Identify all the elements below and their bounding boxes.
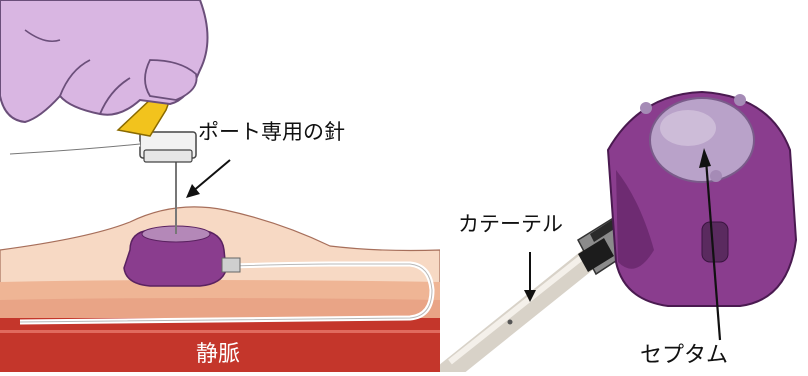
needle-label: ポート専用の針 [198,122,345,143]
insertion-drawing [0,0,440,372]
gloved-hand [0,0,208,122]
septum-nub-3 [710,170,722,182]
needle-hub-base [144,150,192,162]
port-photo-drawing [440,0,808,372]
catheter [448,258,590,372]
vein-label: 静脈 [196,344,240,366]
port-connector [222,258,240,272]
port-window [702,222,728,262]
septum-highlight [660,110,716,146]
port-insertion-illustration: ポート専用の針 静脈 [0,0,440,372]
port-photo [440,0,808,372]
vein-wall-bottom [0,330,440,333]
septum-nub-2 [734,94,746,106]
septum-label: セプタム [640,345,728,367]
catheter-label: カテーテル [458,214,563,235]
septum-nub-1 [640,102,652,114]
catheter-shine [450,254,586,362]
needle-pointer-line [192,160,230,192]
catheter-mark [508,320,513,325]
